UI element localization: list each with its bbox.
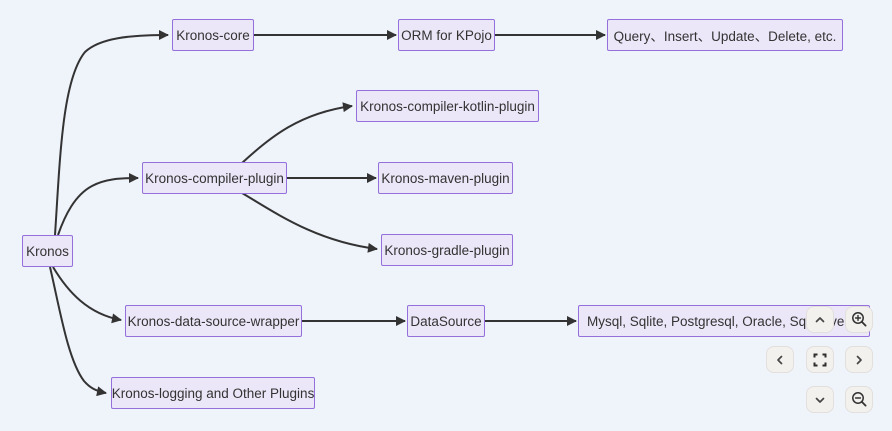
edge-kronos-to-data-source-wrapper xyxy=(52,266,122,324)
edge-kronos-to-compiler-plugin xyxy=(57,173,139,236)
pan-up-button[interactable] xyxy=(806,306,834,333)
edge-compiler-to-kotlin-plugin xyxy=(241,102,353,164)
node-kronos-gradle-plugin: Kronos-gradle-plugin xyxy=(381,234,513,266)
zoom-out-button[interactable] xyxy=(845,386,873,413)
chevron-right-icon xyxy=(856,355,862,364)
edge-kronos-to-core xyxy=(54,30,169,236)
node-kronos-compiler-kotlin-plugin: Kronos-compiler-kotlin-plugin xyxy=(356,90,539,122)
node-kronos-data-source-wrapper: Kronos-data-source-wrapper xyxy=(125,305,302,337)
node-kronos-maven-plugin: Kronos-maven-plugin xyxy=(378,162,513,194)
chevron-up-icon xyxy=(815,316,825,322)
edge-kronos-to-logging xyxy=(49,266,107,397)
chevron-down-icon xyxy=(815,397,825,403)
edge-compiler-to-gradle-plugin xyxy=(241,192,378,253)
pan-right-button[interactable] xyxy=(845,346,873,373)
zoom-out-icon xyxy=(851,392,867,407)
pan-down-button[interactable] xyxy=(806,386,834,413)
zoom-in-button[interactable] xyxy=(845,306,873,333)
node-kronos-core: Kronos-core xyxy=(172,19,254,51)
node-kronos: Kronos xyxy=(22,235,73,267)
node-kronos-compiler-plugin: Kronos-compiler-plugin xyxy=(142,162,287,194)
node-crud-etc: Query、Insert、Update、Delete, etc. xyxy=(607,19,843,51)
node-kronos-logging: Kronos-logging and Other Plugins xyxy=(111,377,315,409)
chevron-left-icon xyxy=(777,355,783,364)
node-orm-for-kpojo: ORM for KPojo xyxy=(398,19,495,51)
fullscreen-icon xyxy=(813,353,827,366)
zoom-in-icon xyxy=(851,312,867,327)
fullscreen-button[interactable] xyxy=(806,346,834,373)
node-datasource: DataSource xyxy=(407,305,485,337)
pan-left-button[interactable] xyxy=(766,346,794,373)
